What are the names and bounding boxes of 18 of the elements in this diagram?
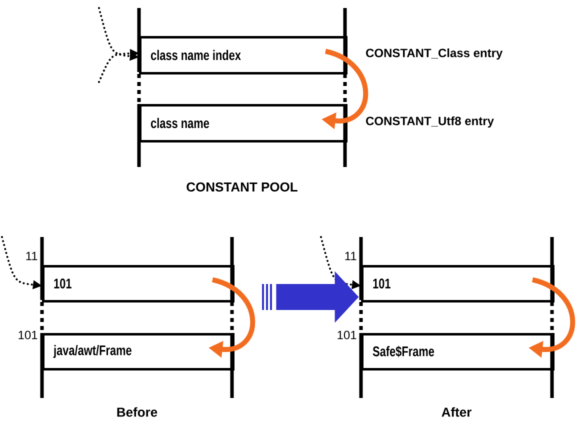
entry-type-label: CONSTANT_Utf8 entry: [366, 116, 494, 128]
index-number: 101: [18, 330, 38, 340]
memory-slot: class name index: [139, 36, 348, 74]
index-number: 11: [26, 252, 38, 260]
entry-type-label: CONSTANT_Class entry: [366, 48, 503, 60]
memory-slot: 101: [361, 265, 554, 302]
index-number: 11: [345, 252, 356, 260]
memory-slot: 101: [42, 265, 234, 302]
memory-slot: class name: [139, 104, 348, 142]
memory-slot: Safe$Frame: [361, 333, 554, 370]
column-title: CONSTANT POOL: [186, 182, 298, 192]
pointer-arrow: [1, 236, 42, 290]
memory-slot: java/awt/Frame: [42, 333, 234, 370]
column-title: Before: [117, 407, 158, 417]
column-title: After: [442, 407, 472, 417]
index-number: 101: [338, 330, 356, 340]
pointer-arrow: [320, 236, 361, 290]
pointer-arrow: [98, 49, 139, 83]
